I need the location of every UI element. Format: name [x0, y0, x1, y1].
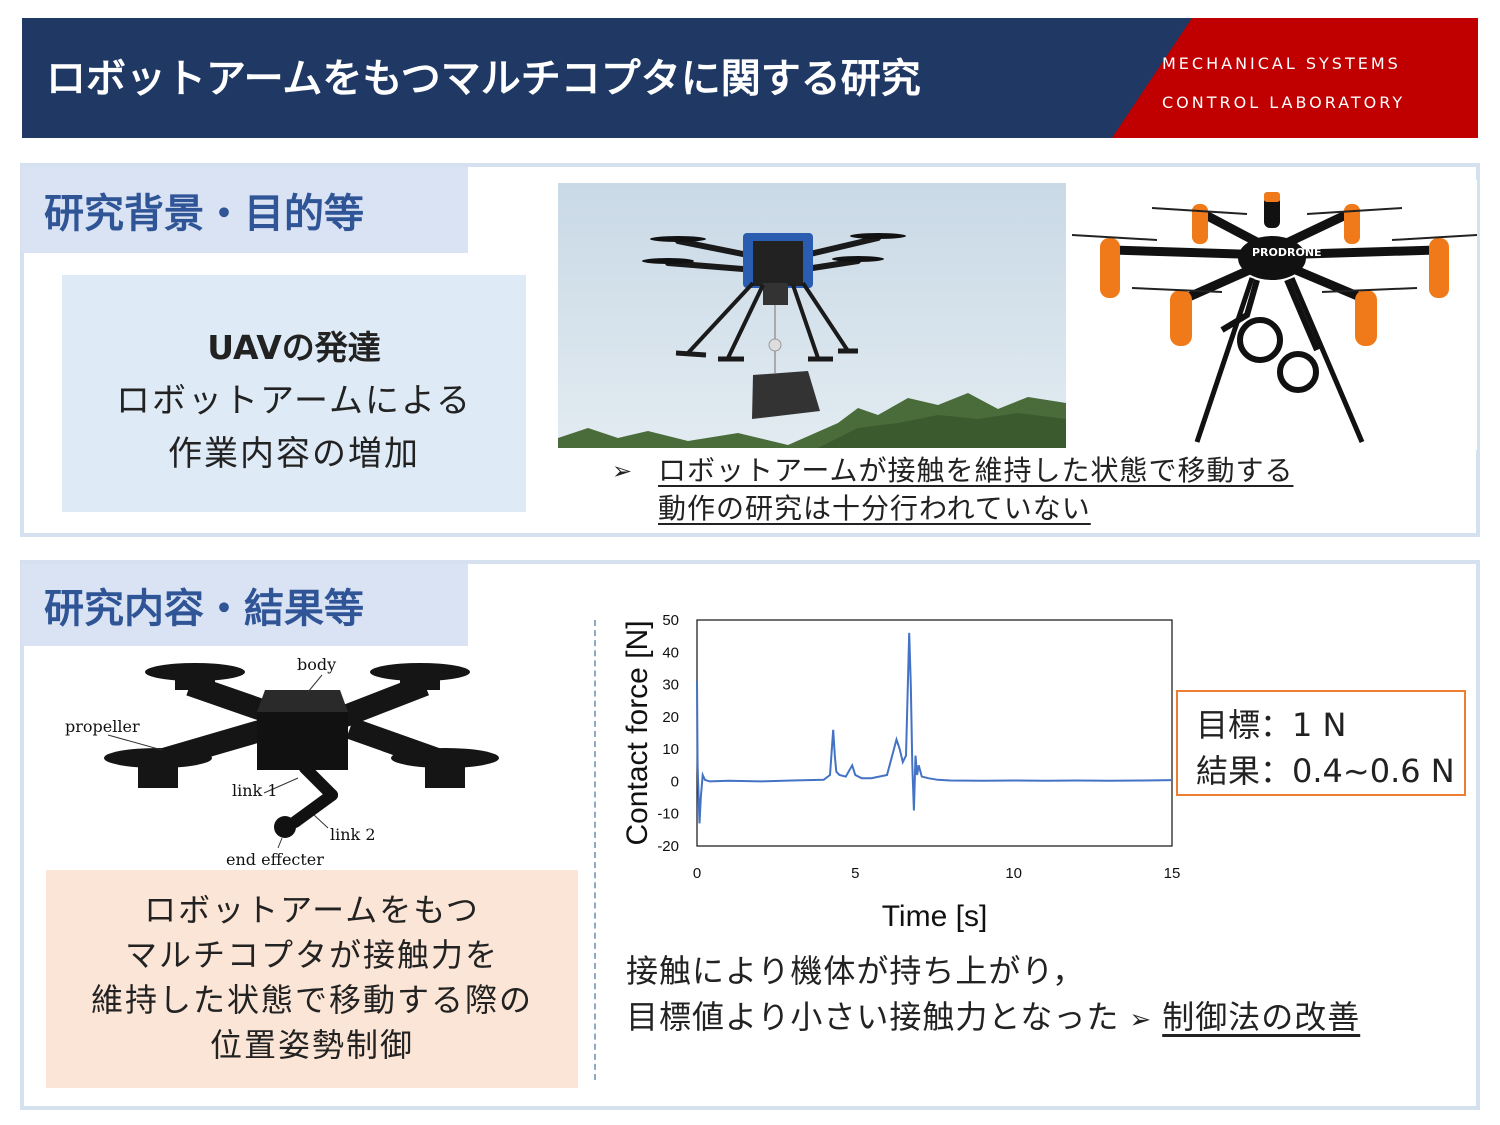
diagram-label-link2: link 2 [330, 825, 376, 844]
section-title-results: 研究内容・結果等 [22, 564, 468, 646]
method-line: 位置姿勢制御 [209, 1026, 414, 1064]
conclusion-text: 接触により機体が持ち上がり， 目標値より小さい接触力となった ➢ 制御法の改善 [626, 948, 1360, 1043]
page-title: ロボットアームをもつマルチコプタに関する研究 [46, 56, 921, 102]
method-summary-box: ロボットアームをもつ マルチコプタが接触力を 維持した状態で移動する際の 位置姿… [46, 870, 578, 1088]
method-line: 維持した状態で移動する際の [90, 981, 533, 1019]
diagram-label-link1: link 1 [232, 781, 278, 800]
diagram-label-end-effecter: end effecter [226, 850, 324, 869]
diagram-label-body: body [297, 655, 336, 674]
dashed-divider [594, 620, 596, 1080]
plot-frame [696, 619, 1173, 847]
y-tick-label: 50 [662, 612, 679, 629]
method-line: マルチコプタが接触力を [124, 936, 499, 974]
target-value: 目標：1 N [1196, 706, 1347, 744]
y-tick-label: 40 [662, 644, 679, 661]
header-red-band [1112, 18, 1478, 138]
drone-schematic-diagram: body propeller link 1 link 2 end effecte… [65, 655, 499, 869]
method-line: ロボットアームをもつ [144, 891, 480, 929]
background-summary-box: UAVの発達 ロボットアームによる 作業内容の増加 [62, 275, 526, 512]
brand-text: PRODRONE [1252, 246, 1322, 259]
y-tick-label: 30 [662, 677, 679, 694]
lab-name-line1: MECHANICAL SYSTEMS [1162, 54, 1401, 73]
diagram-label-propeller: propeller [65, 717, 140, 736]
conclusion-arrow-icon: ➢ [1129, 1005, 1153, 1035]
x-tick-label: 15 [1164, 865, 1181, 882]
y-tick-label: 10 [662, 741, 679, 758]
summary-line: UAVの発達 [207, 328, 381, 367]
drone-with-robot-arms-photo: PRODRONE [1072, 180, 1477, 450]
bullet-arrow-icon: ➢ [612, 457, 633, 485]
y-tick-label: 0 [671, 773, 679, 790]
bullet-line: 動作の研究は十分行われていない [658, 492, 1091, 525]
y-tick-label: -20 [657, 838, 679, 855]
lab-name-line2: CONTROL LABORATORY [1162, 93, 1406, 112]
page-header: ロボットアームをもつマルチコプタに関する研究 MECHANICAL SYSTEM… [22, 18, 1478, 138]
conclusion-line: 接触により機体が持ち上がり， [626, 952, 1086, 990]
x-tick-label: 0 [693, 865, 701, 882]
y-axis-label: Contact force [N] [621, 620, 654, 845]
y-tick-label: -10 [657, 806, 679, 823]
result-value: 結果：0.4~0.6 N [1196, 752, 1455, 790]
summary-line: 作業内容の増加 [168, 434, 420, 474]
summary-line: ロボットアームによる [116, 381, 472, 421]
drone-carrying-bag-photo [558, 183, 1066, 448]
section-title-background: 研究背景・目的等 [22, 167, 468, 253]
series-line [696, 632, 1173, 824]
bullet-line: ロボットアームが接触を維持した状態で移動する [658, 454, 1294, 487]
x-tick-label: 5 [851, 865, 859, 882]
conclusion-line: 目標値より小さい接触力となった [626, 998, 1120, 1036]
result-box: 目標：1 N 結果：0.4~0.6 N [1176, 690, 1466, 796]
y-tick-label: 20 [662, 709, 679, 726]
conclusion-emphasis: 制御法の改善 [1162, 998, 1361, 1036]
contact-force-chart: -20 -10 0 10 20 30 40 50 0 5 10 15 Time [s] Contac… [621, 612, 1181, 933]
x-tick-label: 10 [1005, 865, 1022, 882]
x-axis-label: Time [s] [882, 900, 988, 933]
